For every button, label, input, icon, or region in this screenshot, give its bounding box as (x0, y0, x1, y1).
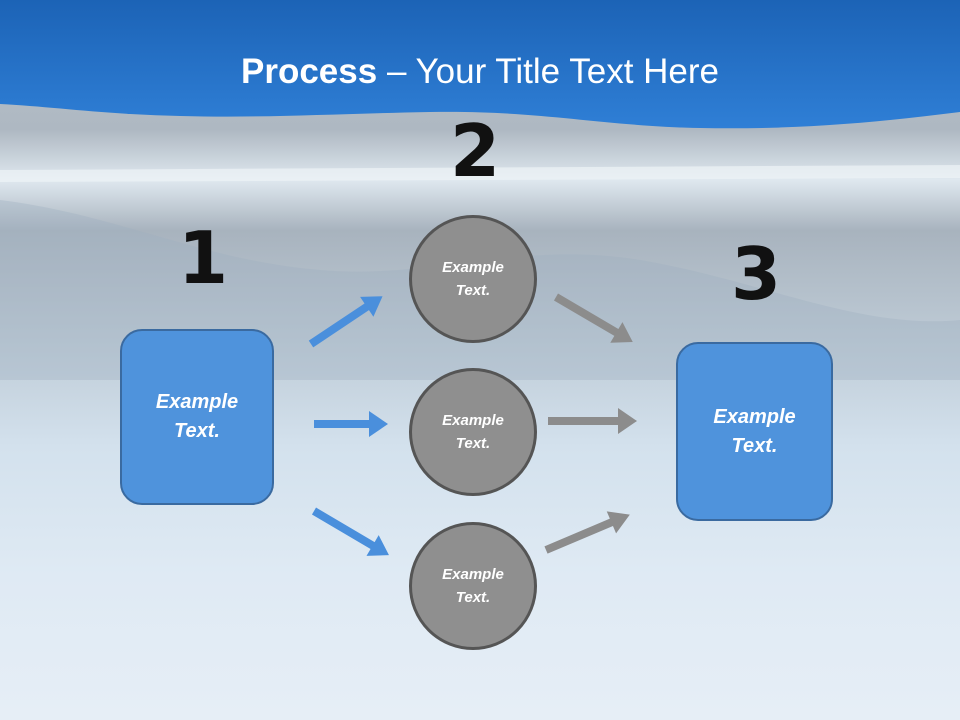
step-2-circle-bottom: Example Text. (409, 522, 537, 650)
step-1-text: Example Text. (156, 388, 238, 446)
circle-top-line1: Example (442, 259, 504, 276)
step-1-text-line1: Example (155, 391, 239, 413)
circle-bottom-text: Example Text. (442, 563, 504, 609)
circle-bottom-line2: Text. (455, 589, 491, 606)
blue-arrow-down (311, 507, 389, 556)
step-3-box: Example Text. (676, 342, 833, 521)
gray-arrow-up (544, 511, 630, 554)
gray-arrow-right (548, 408, 637, 434)
step-1-box: Example Text. (120, 329, 274, 505)
step-2-circle-middle: Example Text. (409, 368, 537, 496)
gray-arrow-down (553, 293, 633, 343)
step-3-text-line2: Text. (731, 434, 778, 457)
circle-top-text: Example Text. (442, 256, 504, 302)
blue-arrow-right (314, 411, 388, 437)
blue-arrow-up (308, 296, 383, 348)
circle-middle-text: Example Text. (442, 409, 504, 455)
step-1-text-line2: Text. (174, 420, 220, 442)
circle-middle-line1: Example (442, 412, 504, 429)
circle-top-line2: Text. (455, 282, 491, 299)
slide-title: Process – Your Title Text Here (0, 52, 960, 92)
step-3-text: Example Text. (713, 403, 795, 461)
step-2-circle-top: Example Text. (409, 215, 537, 343)
circle-middle-line2: Text. (455, 435, 491, 452)
circle-bottom-line1: Example (442, 566, 504, 583)
step-number-2: 2 (450, 109, 501, 193)
step-number-3: 3 (731, 232, 782, 316)
step-number-1: 1 (178, 216, 229, 300)
title-rest: – Your Title Text Here (377, 52, 719, 91)
title-bold: Process (241, 52, 378, 91)
step-3-text-line1: Example (713, 405, 796, 428)
